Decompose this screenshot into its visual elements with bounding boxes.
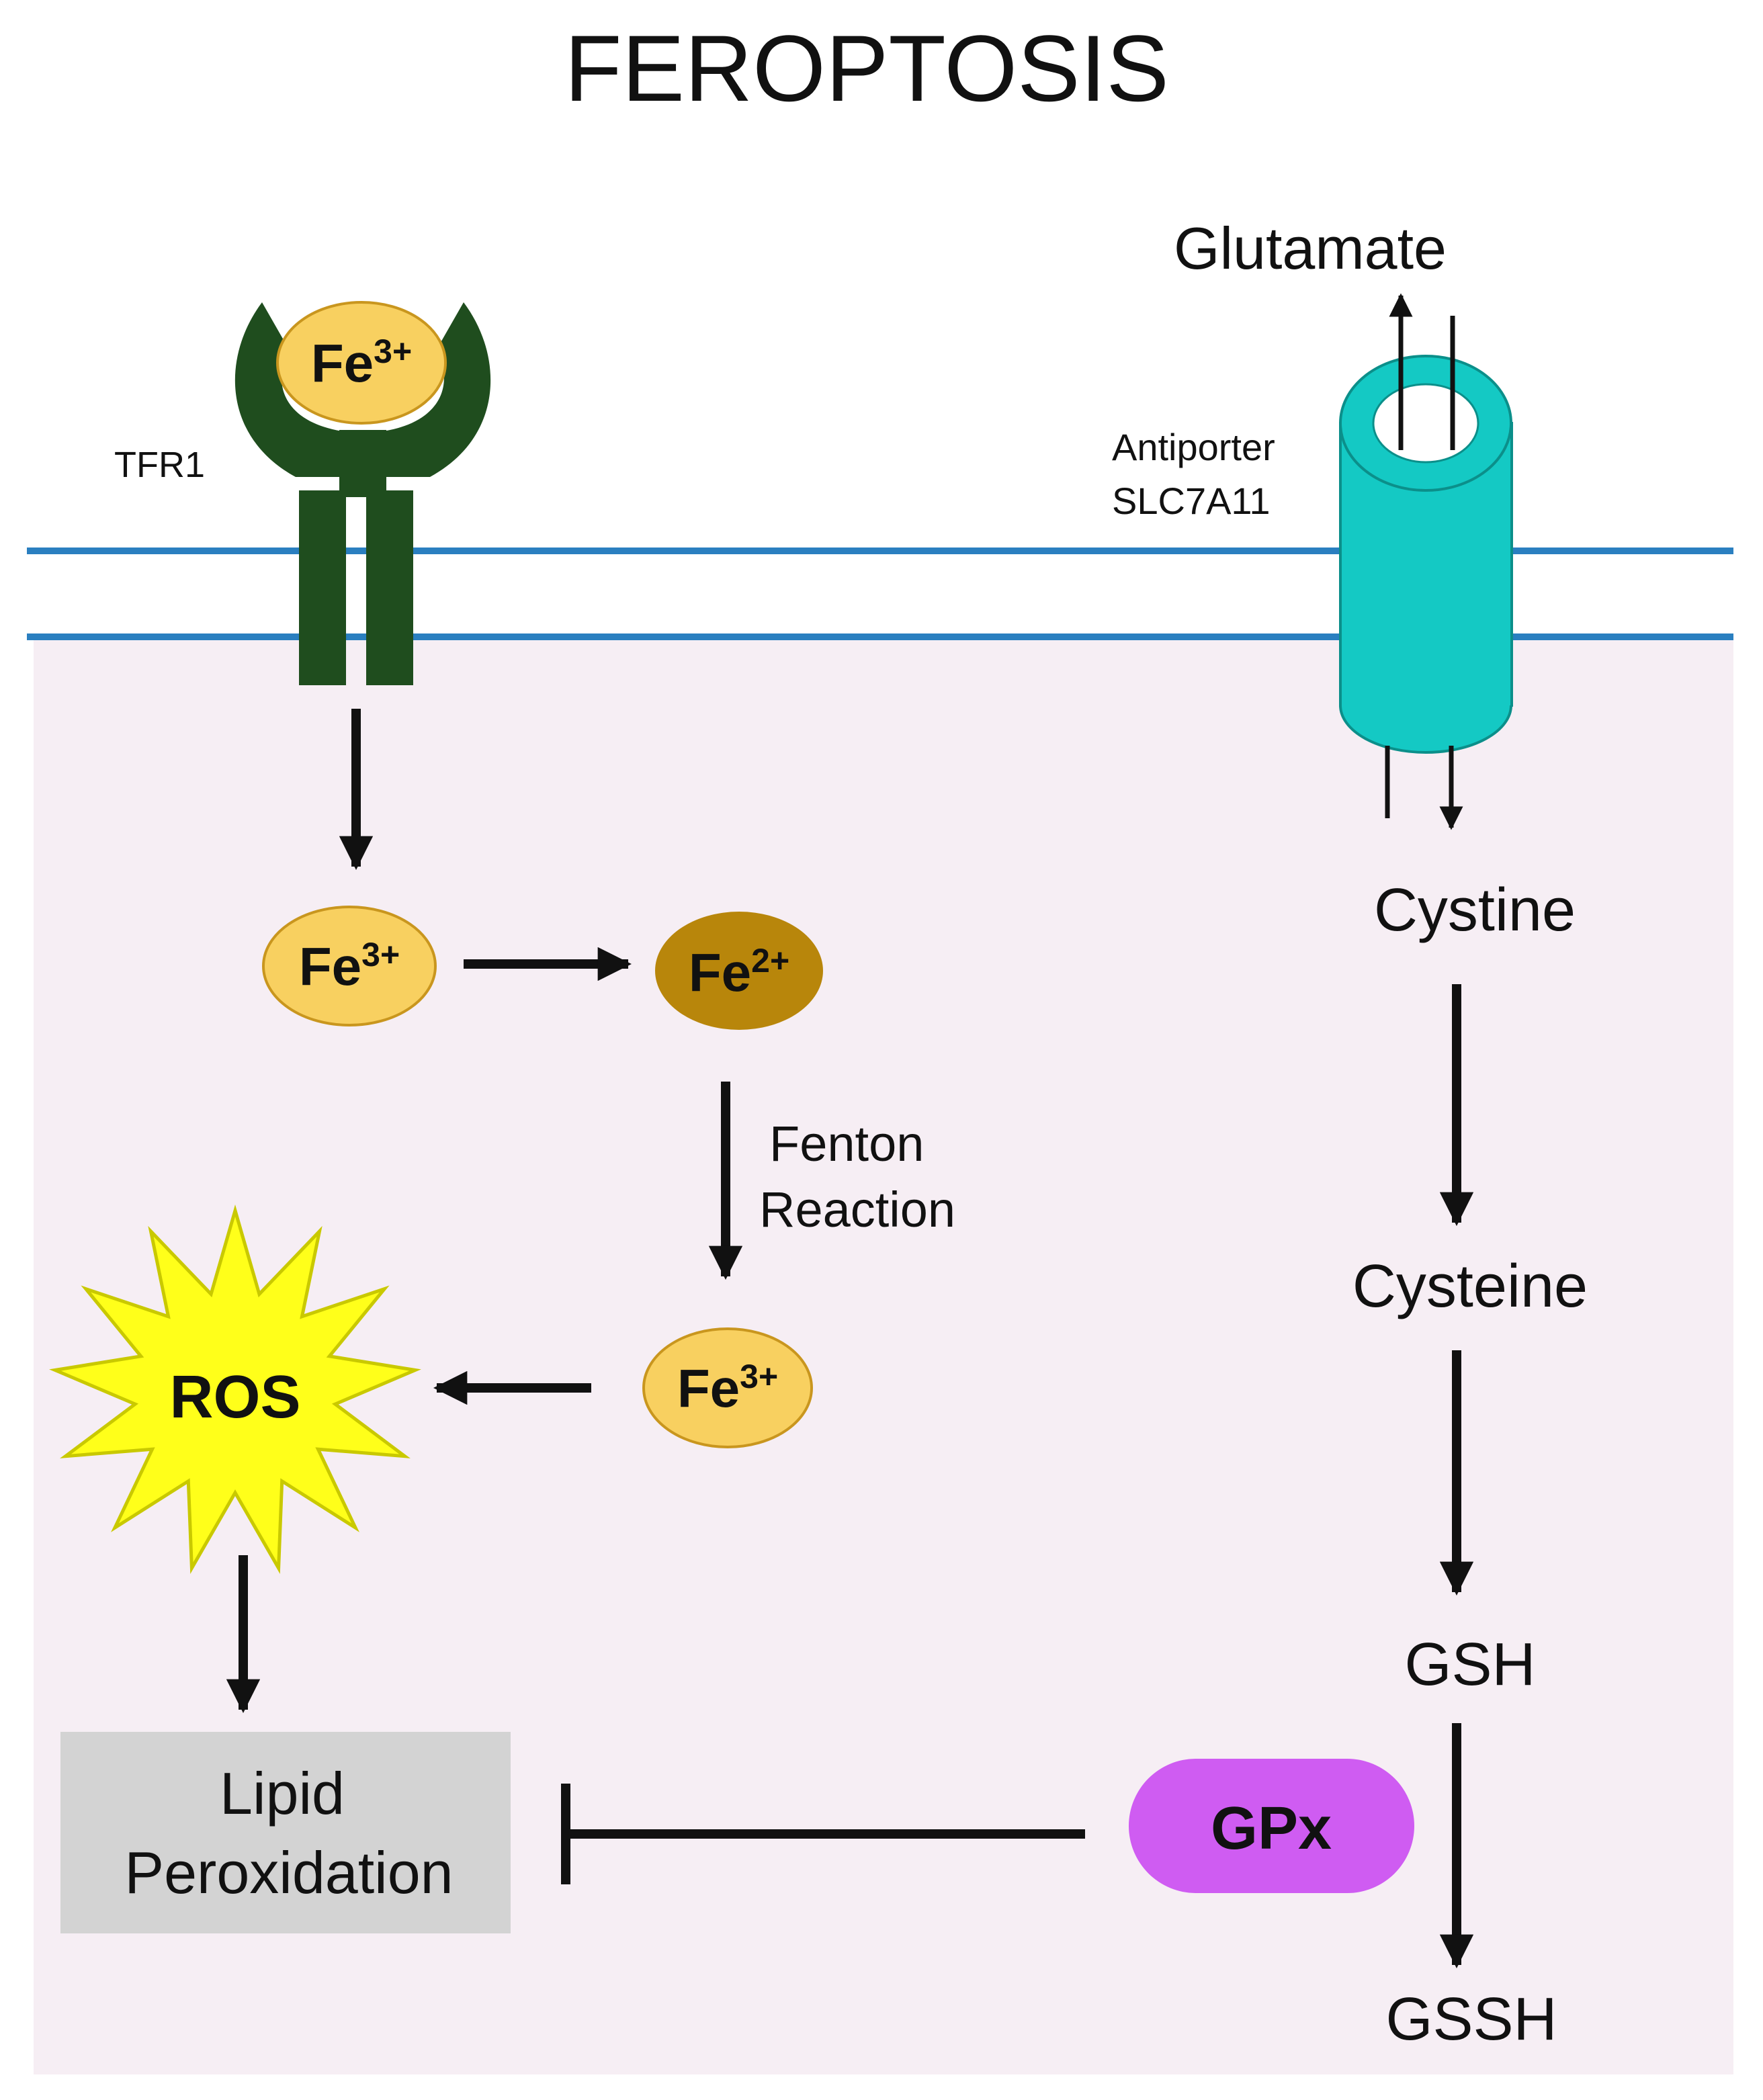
fe-charge: 3+ bbox=[361, 936, 400, 973]
fe3-bound-node: Fe3+ bbox=[276, 301, 447, 425]
svg-text:Fe3+: Fe3+ bbox=[299, 936, 400, 996]
fe-symbol: Fe bbox=[299, 936, 361, 996]
fe3-node: Fe3+ bbox=[262, 906, 437, 1026]
cysteine-label: Cysteine bbox=[1352, 1253, 1588, 1320]
fe-charge: 2+ bbox=[751, 942, 789, 979]
gssh-label: GSSH bbox=[1385, 1986, 1557, 2053]
fe-charge: 3+ bbox=[374, 333, 412, 370]
transporter-label-line2: SLC7A11 bbox=[1112, 480, 1271, 522]
glutamate-label: Glutamate bbox=[1174, 215, 1447, 281]
gpx-node bbox=[1129, 1759, 1414, 1893]
fe2-node: Fe2+ bbox=[655, 912, 823, 1030]
fe3-lower-node: Fe3+ bbox=[642, 1327, 813, 1448]
cystine-label: Cystine bbox=[1374, 877, 1576, 944]
lipid-label-line1: Lipid bbox=[220, 1760, 345, 1827]
svg-text:Fe3+: Fe3+ bbox=[677, 1358, 778, 1418]
lipid-label-line2: Peroxidation bbox=[124, 1839, 453, 1906]
lipid-peroxidation-box bbox=[60, 1732, 511, 1933]
page-title: FEROPTOSIS bbox=[564, 15, 1169, 121]
svg-text:Fe3+: Fe3+ bbox=[311, 333, 412, 393]
gpx-label: GPx bbox=[1211, 1795, 1332, 1862]
ros-starburst: ROS bbox=[49, 1204, 421, 1574]
tfr1-receptor bbox=[234, 302, 491, 685]
fe-symbol: Fe bbox=[311, 333, 374, 393]
fenton-label-line1: Fenton bbox=[769, 1116, 924, 1172]
ros-label: ROS bbox=[169, 1364, 300, 1431]
fe-charge: 3+ bbox=[740, 1358, 778, 1395]
fe-symbol: Fe bbox=[677, 1358, 740, 1418]
gsh-label: GSH bbox=[1404, 1631, 1535, 1698]
svg-text:Fe2+: Fe2+ bbox=[689, 942, 789, 1002]
tfr1-label: TFR1 bbox=[114, 445, 205, 485]
fe-symbol: Fe bbox=[689, 943, 751, 1002]
slc7a11-transporter bbox=[1339, 355, 1513, 754]
fenton-label-line2: Reaction bbox=[759, 1182, 955, 1237]
transporter-label-line1: Antiporter bbox=[1112, 426, 1275, 468]
